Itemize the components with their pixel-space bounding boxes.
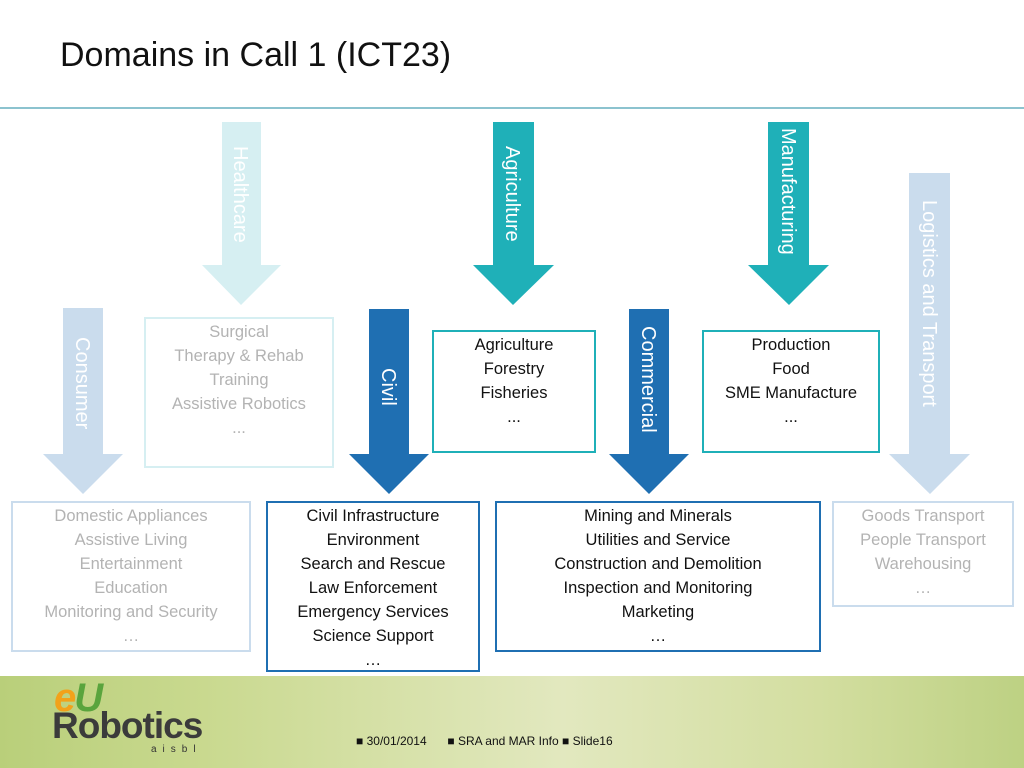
logistics-domains-box: Goods Transport People Transport Warehou…: [832, 501, 1014, 607]
arrow-label-consumer: Consumer: [71, 337, 93, 430]
box-line: Therapy & Rehab: [174, 347, 304, 365]
box-line: Construction and Demolition: [554, 555, 762, 573]
bullet-icon: ■: [356, 734, 364, 748]
footer-info-text: SRA and MAR Info: [457, 734, 559, 748]
box-line: Domestic Appliances: [54, 507, 208, 525]
domain-arrows: [43, 122, 970, 494]
arrow-commercial: [609, 309, 689, 494]
box-line: Food: [772, 360, 810, 378]
consumer-domains-box: Domestic Appliances Assistive Living Ent…: [11, 501, 251, 652]
manufacturing-domains-box: Production Food SME Manufacture ...: [702, 330, 880, 453]
box-line: …: [649, 627, 667, 645]
footer-date: 30/01/2014: [366, 734, 427, 748]
arrow-manufacturing: [748, 122, 829, 305]
box-line: Emergency Services: [297, 603, 449, 621]
arrow-logistics: [889, 173, 970, 494]
footer-band: [0, 676, 1024, 768]
box-line: ...: [507, 408, 521, 426]
arrow-consumer: [43, 308, 123, 494]
box-line: Law Enforcement: [308, 579, 438, 597]
arrow-label-civil: Civil: [377, 368, 399, 406]
box-line: Fisheries: [480, 384, 548, 402]
box-line: Utilities and Service: [585, 531, 731, 549]
box-line: Inspection and Monitoring: [563, 579, 753, 597]
box-line: …: [122, 627, 140, 645]
bullet-icon: ■: [562, 734, 570, 748]
eu-robotics-logo-name: Robotics: [52, 705, 203, 746]
logo-letter-u: U: [74, 676, 103, 720]
box-line: Assistive Living: [74, 531, 188, 549]
box-line: Forestry: [483, 360, 545, 378]
arrow-label-healthcare: Healthcare: [229, 146, 251, 243]
box-line: Warehousing: [874, 555, 972, 573]
box-line: ...: [232, 419, 246, 437]
arrow-agriculture: [473, 122, 554, 305]
eu-robotics-logo-mark: eU: [54, 676, 103, 721]
box-line: Marketing: [621, 603, 695, 621]
arrow-label-manufacturing: Manufacturing: [777, 128, 799, 255]
footer-info: ■ 30/01/2014 ■ SRA and MAR Info ■ Slide1…: [356, 734, 613, 748]
arrow-label-commercial: Commercial: [637, 326, 659, 433]
box-line: SME Manufacture: [724, 384, 858, 402]
footer-slide-number: Slide16: [572, 734, 613, 748]
commercial-domains-box: Mining and Minerals Utilities and Servic…: [495, 501, 821, 652]
civil-domains-box: Civil Infrastructure Environment Search …: [266, 501, 480, 672]
box-line: Entertainment: [79, 555, 183, 573]
arrow-label-agriculture: Agriculture: [501, 146, 523, 242]
box-line: Assistive Robotics: [172, 395, 306, 413]
box-line: Education: [94, 579, 168, 597]
arrow-healthcare: [202, 122, 281, 305]
box-line: Environment: [326, 531, 420, 549]
box-line: Training: [209, 371, 269, 389]
logo-letter-e: e: [54, 676, 76, 720]
bullet-icon: ■: [447, 734, 455, 748]
box-line: Civil Infrastructure: [306, 507, 440, 525]
healthcare-domains-box: Surgical Therapy & Rehab Training Assist…: [144, 317, 334, 468]
slide-title: Domains in Call 1 (ICT23): [60, 36, 452, 74]
box-line: Agriculture: [474, 336, 554, 354]
box-line: Surgical: [209, 323, 269, 341]
box-line: Production: [751, 336, 831, 354]
box-line: ...: [784, 408, 798, 426]
box-line: …: [914, 579, 932, 597]
box-line: Monitoring and Security: [44, 603, 218, 621]
title-divider: [0, 107, 1024, 109]
box-line: People Transport: [860, 531, 986, 549]
box-line: Mining and Minerals: [584, 507, 732, 525]
agriculture-domains-box: Agriculture Forestry Fisheries ...: [432, 330, 596, 453]
box-line: Goods Transport: [861, 507, 985, 525]
arrow-civil: [349, 309, 429, 494]
box-line: Science Support: [312, 627, 434, 645]
eu-robotics-logo-sub: aisbl: [151, 744, 202, 755]
box-line: …: [364, 651, 382, 669]
box-line: Search and Rescue: [300, 555, 446, 573]
arrow-label-logistics: Logistics and Transport: [918, 200, 940, 407]
